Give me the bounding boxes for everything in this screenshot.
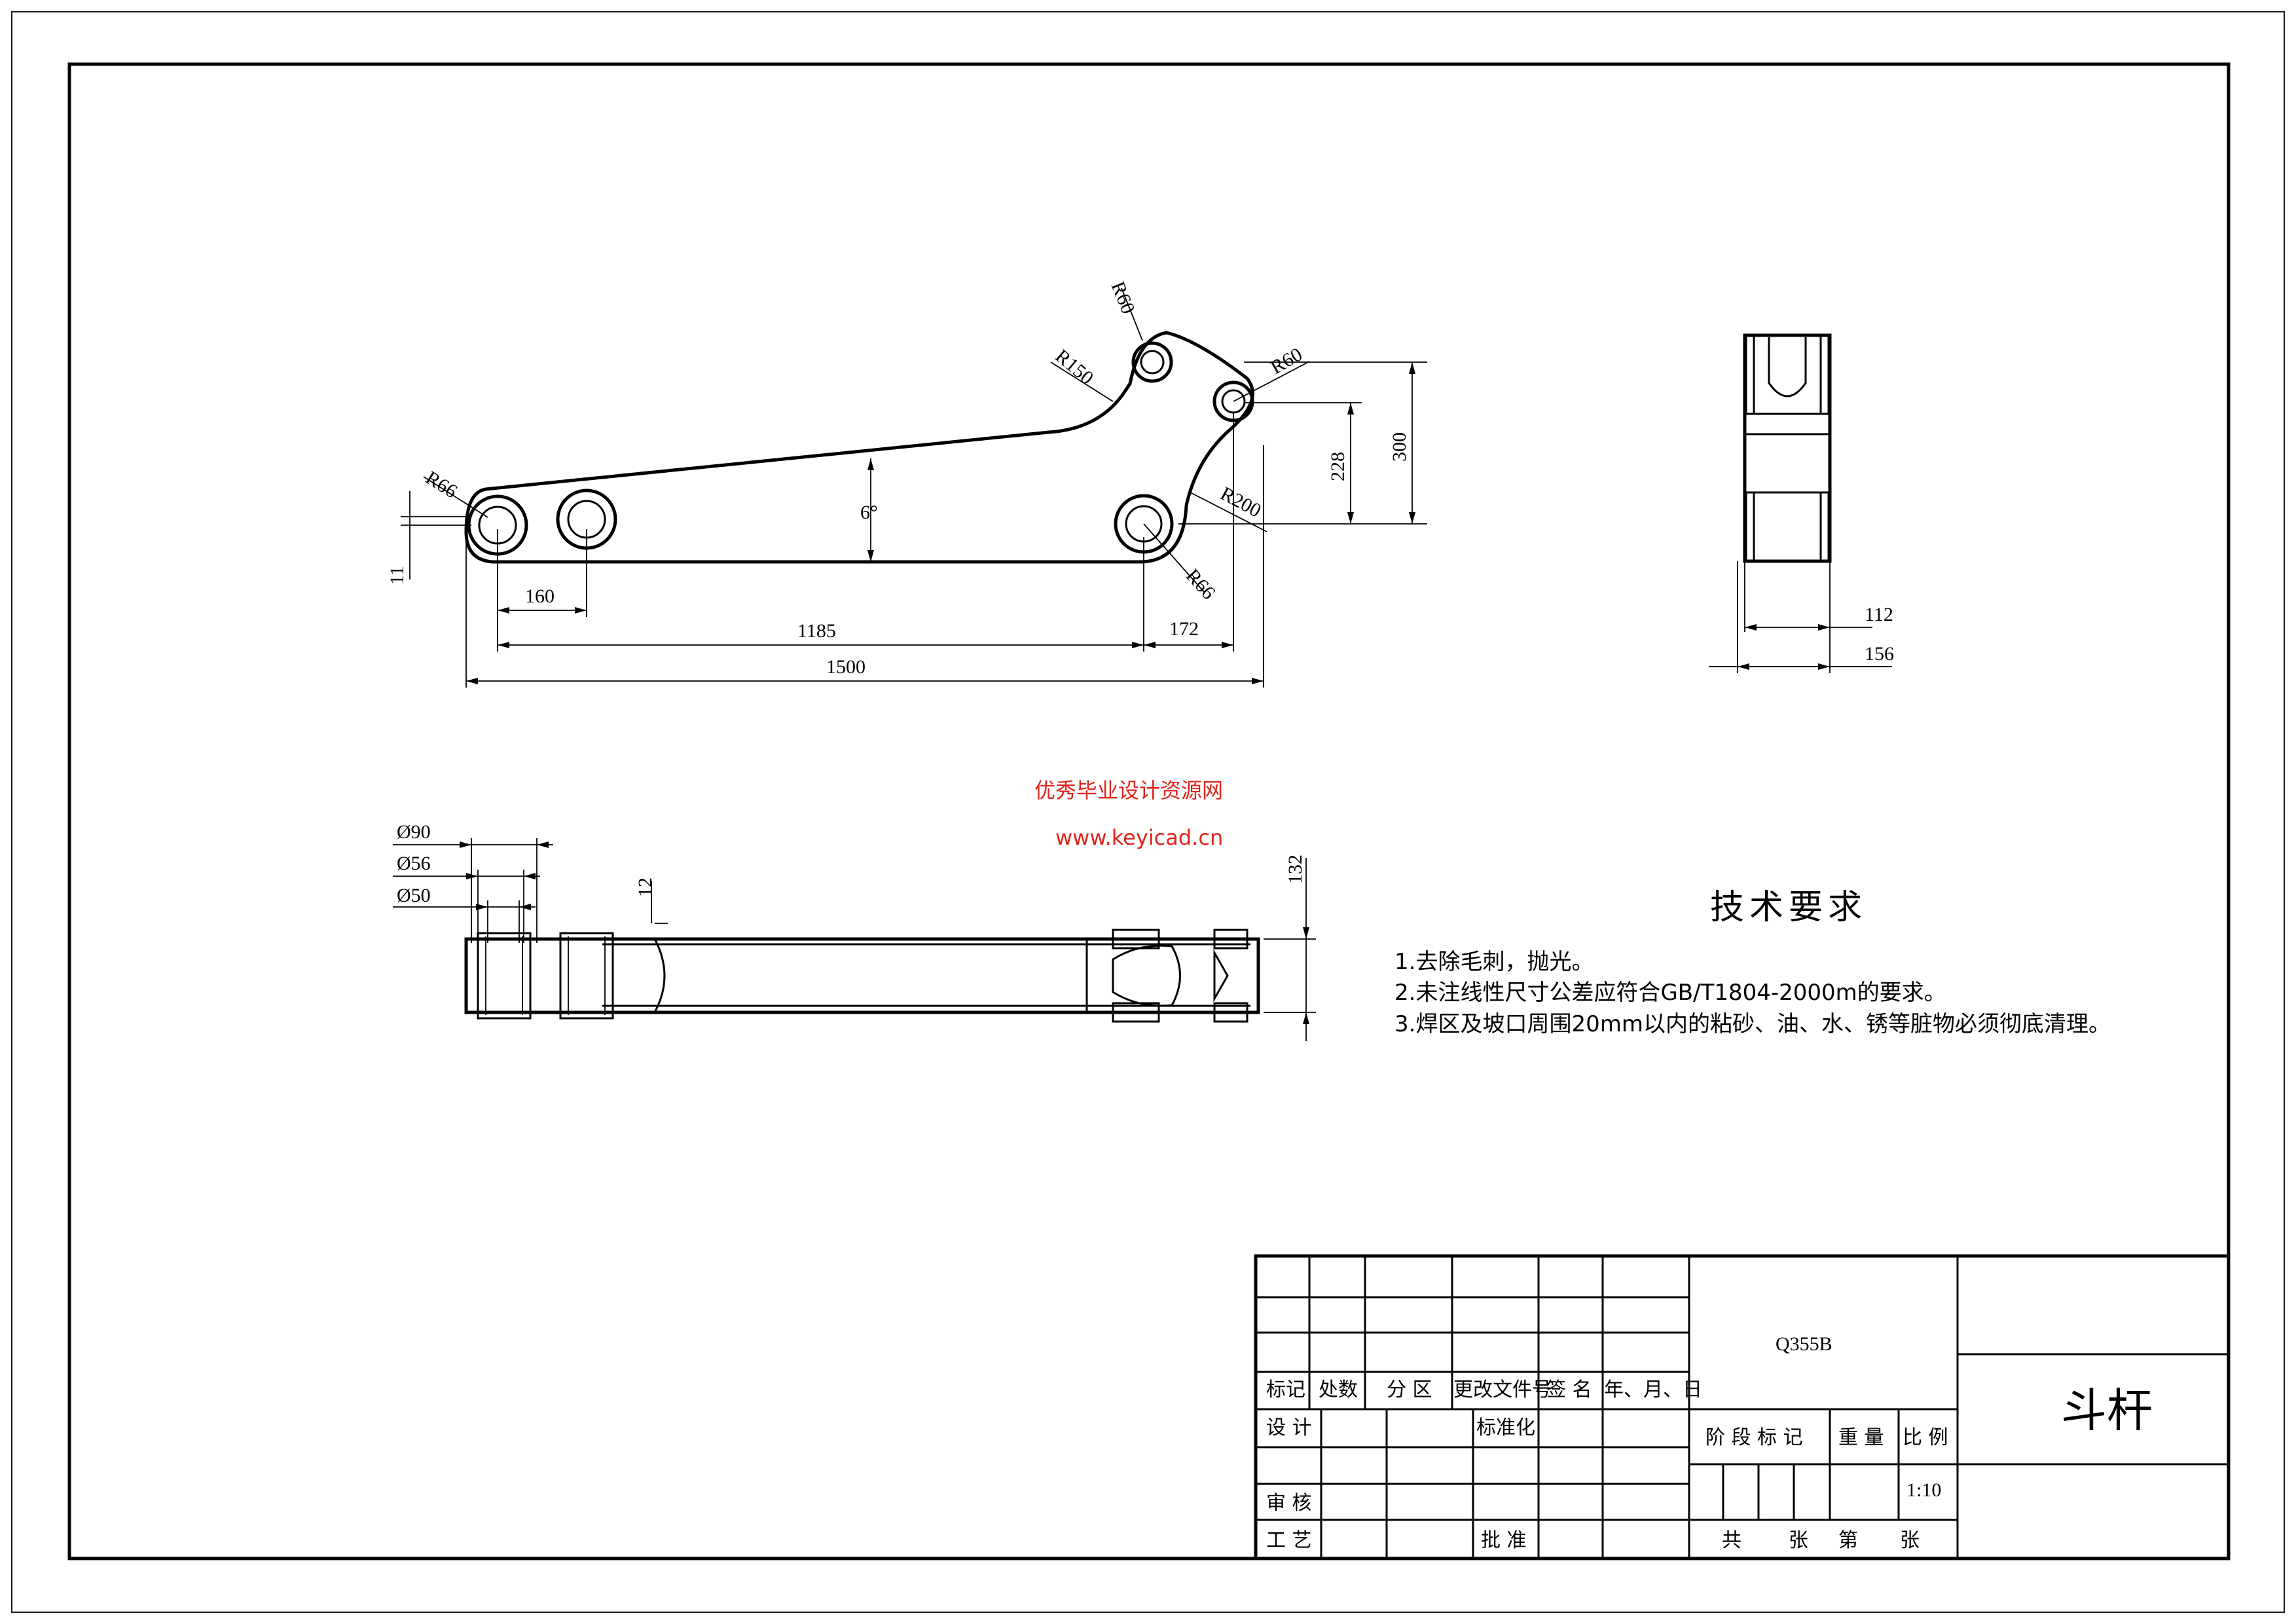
dim-156: 156	[1865, 643, 1894, 665]
top-boss-2	[559, 932, 614, 1020]
dim-11: 11	[386, 566, 408, 585]
tech-requirements: 技术要求 1.去除毛刺，抛光。 2.未注线性尺寸公差应符合GB/T1804-20…	[1394, 888, 2111, 1037]
dim-angle: 6°	[860, 502, 878, 523]
tb-sheet-unit2: 张	[1900, 1529, 1920, 1552]
dim-112: 112	[1865, 604, 1893, 625]
tb-mark: 标记	[1266, 1378, 1305, 1401]
tb-weight: 重 量	[1838, 1426, 1884, 1449]
tb-approve: 批 准	[1481, 1529, 1527, 1552]
dim-160: 160	[525, 585, 555, 607]
dim-228: 228	[1327, 452, 1349, 481]
main-arrows	[466, 362, 1415, 684]
inner-frame	[67, 62, 2231, 1560]
tb-material: Q355B	[1776, 1333, 1832, 1355]
watermark-url: www.keyicad.cn	[1055, 825, 1223, 850]
outer-border	[11, 11, 2285, 1613]
side-view: 112 156	[1709, 333, 1894, 673]
dim-172: 172	[1169, 618, 1199, 640]
tb-part-name: 斗杆	[2061, 1384, 2153, 1437]
main-dimension-lines	[401, 287, 1427, 688]
tb-sign: 签 名	[1546, 1378, 1592, 1401]
top-body	[464, 937, 1260, 1014]
dim-r60-b: R60	[1267, 343, 1306, 378]
top-view: Ø90 Ø56 Ø50 12 132	[393, 821, 1316, 1041]
dim-r66-b: R66	[1182, 565, 1220, 604]
dim-d90: Ø90	[397, 821, 431, 843]
tb-date: 年、月、日	[1604, 1378, 1702, 1401]
tb-sheet-no: 第	[1838, 1529, 1858, 1552]
dim-132: 132	[1285, 855, 1306, 884]
tech-item-2: 2.未注线性尺寸公差应符合GB/T1804-2000m的要求。	[1394, 980, 1946, 1006]
title-block: 标记 处数 分 区 更改文件号 签 名 年、月、日 设 计 标准化 审 核 工 …	[1254, 1254, 2231, 1560]
tb-process: 工 艺	[1266, 1529, 1312, 1552]
dim-r60-a: R60	[1107, 278, 1139, 317]
dim-1185: 1185	[797, 620, 836, 642]
side-clevis-slot	[1768, 337, 1807, 397]
pin-hole-4	[1140, 350, 1165, 375]
dim-1500: 1500	[826, 656, 866, 678]
dim-r200: R200	[1217, 483, 1265, 522]
dim-12: 12	[634, 877, 656, 897]
top-clevis	[1112, 944, 1181, 1007]
side-body	[1743, 333, 1832, 563]
tb-design: 设 计	[1266, 1416, 1312, 1439]
dim-d56: Ø56	[397, 853, 431, 874]
tb-standard: 标准化	[1476, 1416, 1535, 1439]
tb-count: 处数	[1319, 1378, 1358, 1401]
tb-sheets-unit: 张	[1789, 1529, 1808, 1552]
tech-title: 技术要求	[1710, 888, 1867, 927]
tb-doc: 更改文件号	[1453, 1378, 1552, 1401]
tb-stage: 阶 段 标 记	[1705, 1426, 1803, 1449]
watermark-title: 优秀毕业设计资源网	[1034, 778, 1223, 803]
tb-zone: 分 区	[1387, 1378, 1432, 1401]
dim-300: 300	[1389, 432, 1410, 462]
tb-scale: 1:10	[1906, 1479, 1941, 1501]
top-boss-1	[477, 932, 532, 1020]
pin-boss-4	[1131, 341, 1173, 383]
tech-item-1: 1.去除毛刺，抛光。	[1394, 949, 1594, 975]
tb-scale-label: 比 例	[1903, 1426, 1948, 1449]
tb-review: 审 核	[1266, 1492, 1312, 1515]
main-view: R66 R60 R150 R60 R200 R66 6° 228 300 11 …	[386, 278, 1427, 688]
tech-item-3: 3.焊区及坡口周围20mm以内的粘砂、油、水、锈等脏物必须彻底清理。	[1394, 1011, 2111, 1037]
dim-r150: R150	[1051, 345, 1098, 389]
tb-sheets-total: 共	[1722, 1529, 1741, 1552]
dim-d50: Ø50	[397, 885, 431, 906]
